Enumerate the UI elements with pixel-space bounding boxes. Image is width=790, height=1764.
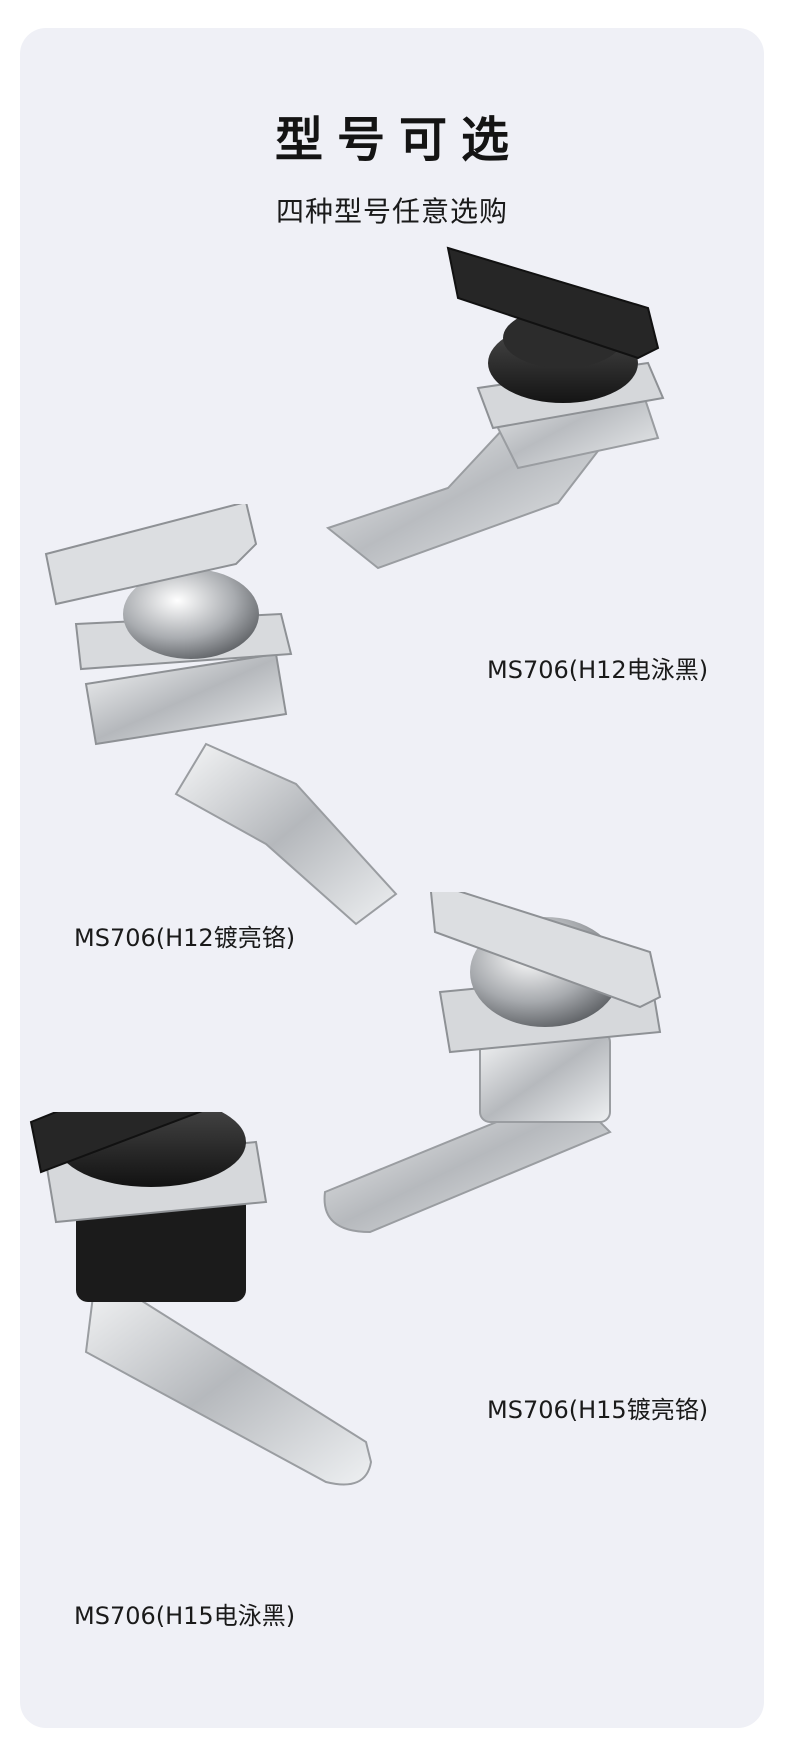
page-subtitle: 四种型号任意选购 — [275, 195, 508, 228]
product-caption-h15-chrome: MS706(H15镀亮铬) — [487, 1396, 709, 1424]
product-caption-h15-black: MS706(H15电泳黑) — [74, 1602, 296, 1630]
product-image-h12-chrome — [36, 504, 496, 934]
product-image-h15-chrome — [310, 892, 750, 1362]
product-caption-h12-black: MS706(H12电泳黑) — [487, 656, 709, 684]
page-title: 型号可选 — [274, 112, 523, 168]
product-image-h15-black — [26, 1112, 456, 1582]
product-image-h12-black — [318, 238, 748, 638]
product-caption-h12-chrome: MS706(H12镀亮铬) — [74, 924, 296, 952]
